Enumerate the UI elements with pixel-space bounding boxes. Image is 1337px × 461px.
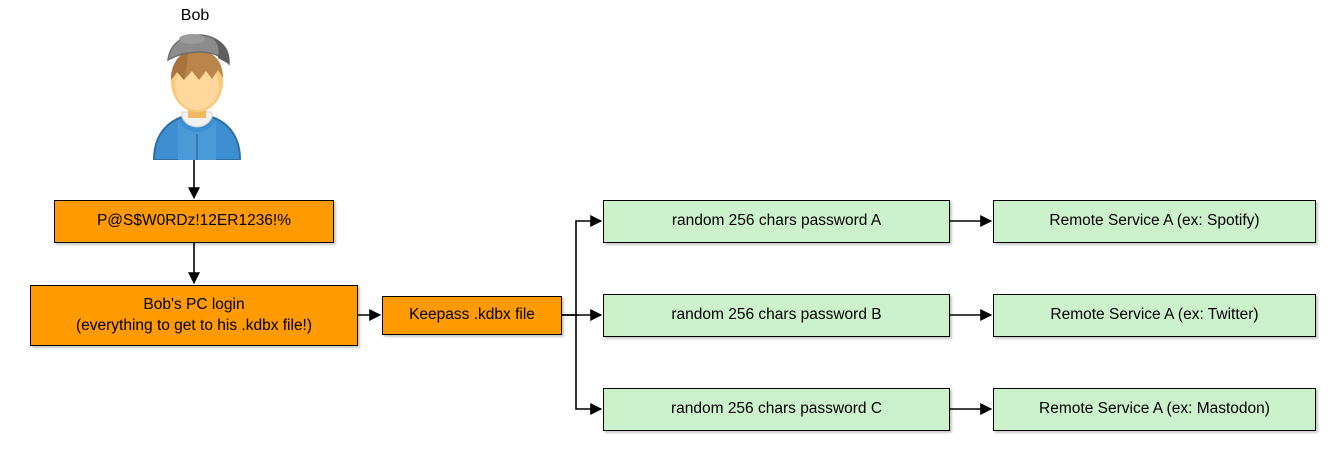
remote-service-a[interactable]: Remote Service A (ex: Spotify) [993, 200, 1316, 243]
pc-login-label-line2: (everything to get to his .kdbx file!) [75, 316, 313, 334]
remote-service-b-label: Remote Service A (ex: Twitter) [1050, 306, 1259, 324]
secret-node-pc-login[interactable]: Bob's PC login (everything to get to his… [30, 285, 358, 346]
remote-service-b[interactable]: Remote Service A (ex: Twitter) [993, 294, 1316, 337]
generated-password-a-label: random 256 chars password A [671, 212, 882, 230]
generated-password-c[interactable]: random 256 chars password C [603, 388, 950, 431]
remote-service-a-label: Remote Service A (ex: Spotify) [1049, 212, 1260, 230]
user-avatar-icon [152, 34, 242, 160]
edge-kdbx-to-password-a [575, 215, 603, 315]
pc-login-label-line1: Bob's PC login [143, 296, 245, 314]
page-title: Bob [180, 7, 210, 24]
master-password-label: P@S$W0RDz!12ER1236!% [96, 212, 292, 230]
keepass-file-label: Keepass .kdbx file [409, 306, 535, 324]
edge-kdbx-to-password-c [575, 315, 603, 415]
generated-password-a[interactable]: random 256 chars password A [603, 200, 950, 243]
secret-node-keepass-file[interactable]: Keepass .kdbx file [382, 296, 562, 335]
generated-password-c-label: random 256 chars password C [670, 400, 883, 418]
remote-service-c-label: Remote Service A (ex: Mastodon) [1039, 400, 1270, 418]
generated-password-b-label: random 256 chars password B [671, 306, 882, 324]
generated-password-b[interactable]: random 256 chars password B [603, 294, 950, 337]
remote-service-c[interactable]: Remote Service A (ex: Mastodon) [993, 388, 1316, 431]
secret-node-master-password[interactable]: P@S$W0RDz!12ER1236!% [54, 200, 334, 243]
